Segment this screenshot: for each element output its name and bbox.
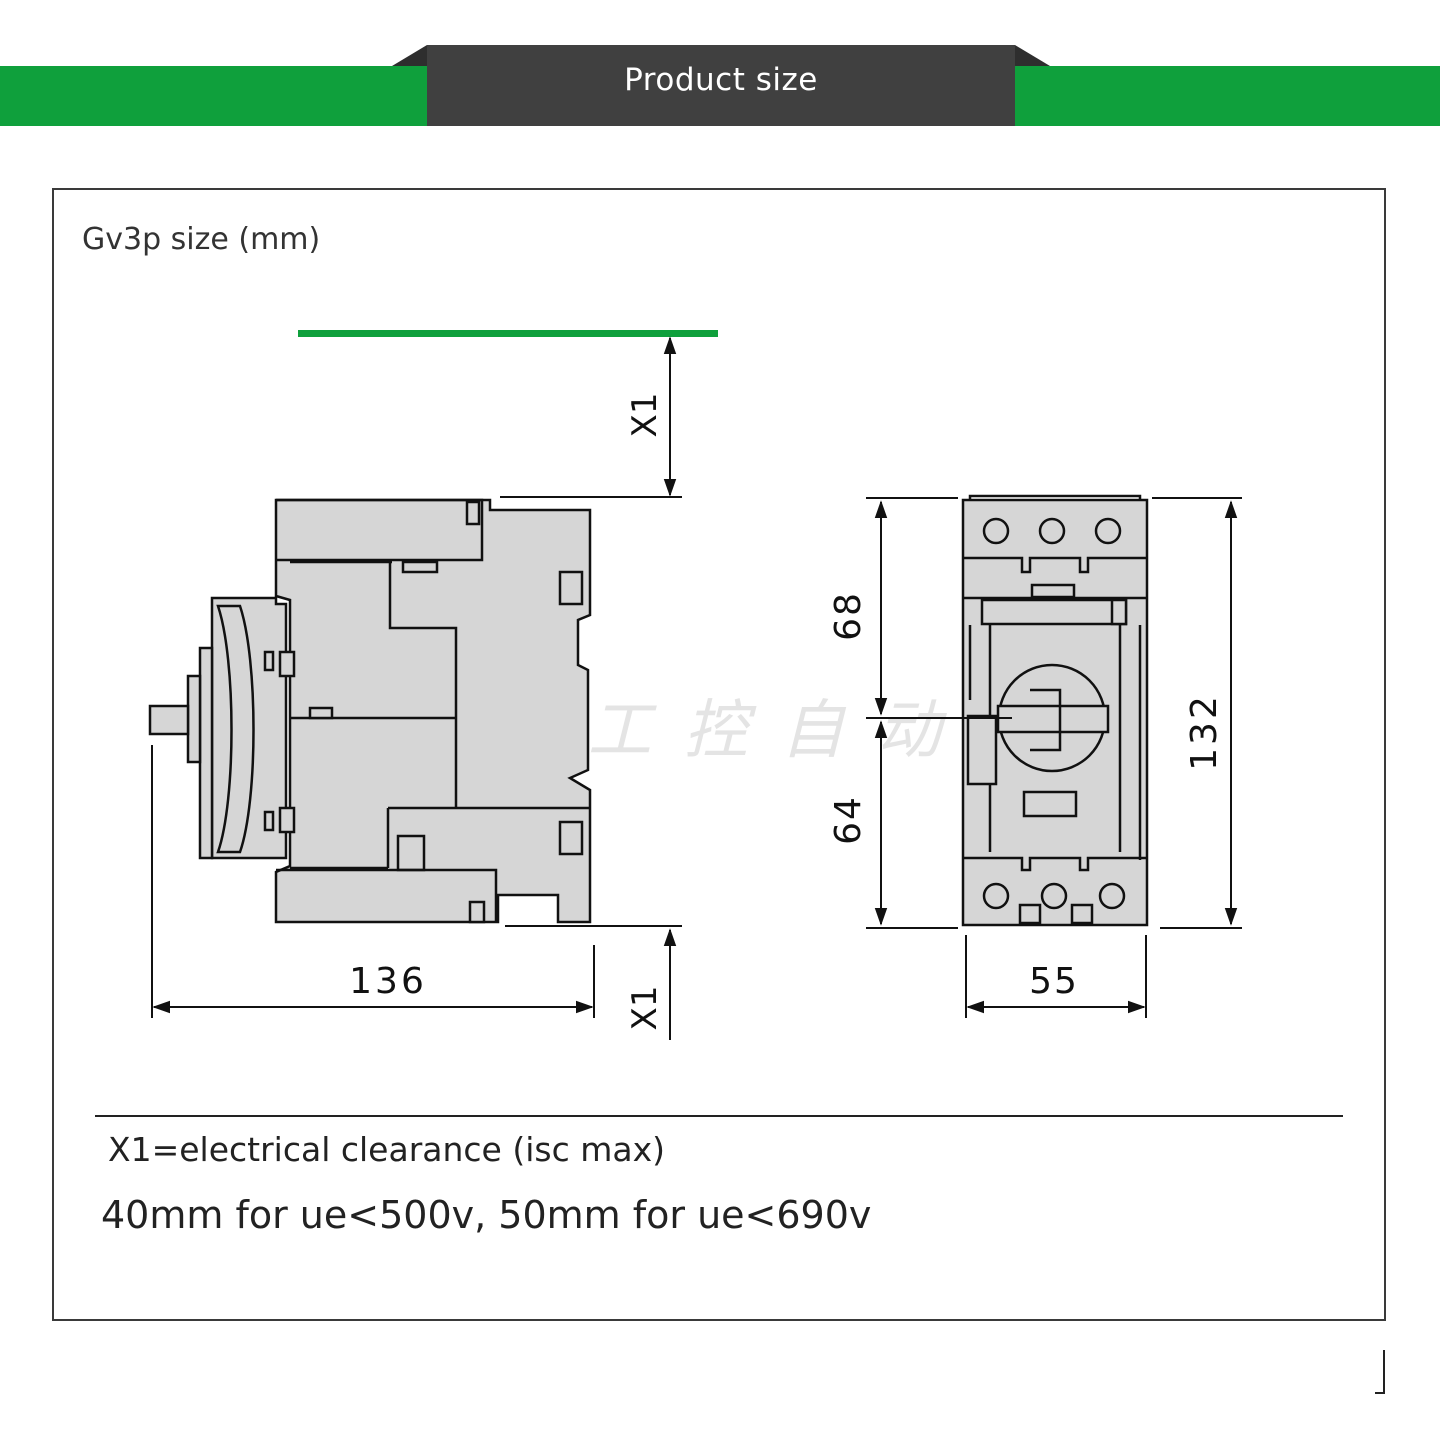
side-view-width-dimension xyxy=(151,745,595,1018)
side-view-top-clearance-dimension xyxy=(500,336,682,498)
terminal-screw xyxy=(982,517,1010,545)
front-view-width-dimension xyxy=(965,935,1147,1018)
terminal-screw xyxy=(1040,882,1068,910)
figure-caption: Gv3p size (mm) xyxy=(82,222,321,257)
note-clearance-values: 40mm for ue<500v, 50mm for ue<690v xyxy=(101,1193,872,1237)
front-view-lower-height-label: 64 xyxy=(828,795,869,845)
note-clearance-definition: X1=electrical clearance (isc max) xyxy=(108,1130,665,1169)
front-view xyxy=(961,494,1149,927)
page-title: Product size xyxy=(624,62,818,98)
side-view-shaft xyxy=(148,704,190,736)
side-view-top-clearance-label: X1 xyxy=(625,393,665,438)
terminal-screw xyxy=(1094,517,1122,545)
side-view-width-label: 136 xyxy=(349,961,427,1002)
side-view-bottom-clearance-dimension xyxy=(505,925,682,1040)
notes-divider xyxy=(95,1115,1343,1117)
corner-mark xyxy=(1375,1350,1385,1394)
front-view-split-height-dimension xyxy=(866,497,1012,929)
front-view-width-label: 55 xyxy=(1029,961,1079,1002)
terminal-screw xyxy=(1038,517,1066,545)
front-view-upper-height-label: 68 xyxy=(828,591,869,641)
side-view xyxy=(148,498,592,924)
drawing-frame xyxy=(52,188,1386,1321)
front-view-total-height-dimension xyxy=(1152,497,1242,929)
clearance-reference-line xyxy=(298,330,718,337)
side-view-bottom-clearance-label: X1 xyxy=(625,986,665,1031)
header-title-tab xyxy=(392,45,1050,126)
terminal-screw xyxy=(1098,882,1126,910)
terminal-screw xyxy=(982,882,1010,910)
front-view-total-height-label: 132 xyxy=(1184,693,1225,771)
